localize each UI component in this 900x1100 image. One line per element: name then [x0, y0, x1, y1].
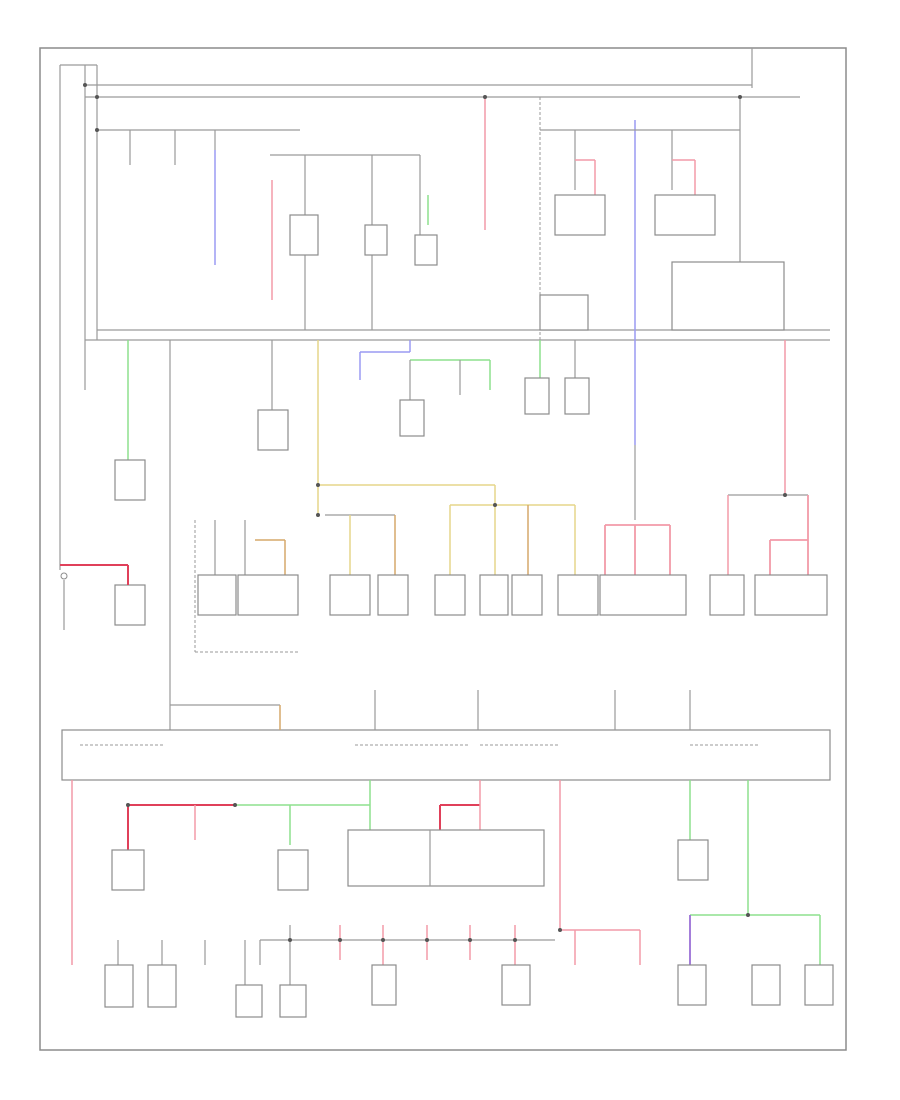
lower-branches [71, 780, 821, 985]
module-450 [434, 574, 466, 616]
module-528 [511, 574, 543, 616]
fuel-pump-relay [671, 261, 785, 331]
relay-box-e [654, 194, 716, 236]
diagram-frame [39, 47, 847, 1051]
srs-unit [599, 574, 687, 616]
module-760-bottom [751, 964, 781, 1006]
module-128-lower [111, 849, 145, 891]
pgm-fi-main-relay [237, 574, 299, 616]
component-570 [564, 377, 590, 415]
fuse-panel-outline [61, 729, 831, 781]
module-350 [329, 574, 371, 616]
lower-components [104, 829, 834, 1018]
junction-dots [83, 83, 787, 942]
component-272 [257, 409, 289, 451]
sub-fuse-box [539, 294, 589, 331]
module-290-bottom [279, 984, 307, 1018]
module-690-lower [677, 839, 709, 881]
upper-components [289, 194, 785, 331]
module-728 [709, 574, 745, 616]
upper-branches [129, 97, 741, 445]
module-395 [377, 574, 409, 616]
relay-box-c [414, 234, 438, 266]
relay-box-d [554, 194, 606, 236]
middle-branches [84, 340, 809, 740]
middle-components [114, 377, 828, 653]
component-525 [524, 377, 550, 415]
module-495 [479, 574, 509, 616]
battery-circuit [60, 564, 129, 630]
module-575 [557, 574, 599, 616]
under-dash-fuse-box [61, 690, 831, 781]
relay-box-a [289, 214, 319, 256]
module-205 [197, 574, 237, 616]
relay-box-b [364, 224, 388, 256]
battery-box [114, 584, 146, 626]
module-105-bottom [104, 964, 134, 1008]
module-383-bottom [371, 964, 397, 1006]
module-820-bottom [804, 964, 834, 1006]
module-515-bottom [501, 964, 531, 1006]
ecu-group [347, 829, 545, 887]
component-405 [399, 399, 425, 437]
module-290-lower [277, 849, 309, 891]
alternator-regulator [114, 459, 146, 501]
module-245-bottom [235, 984, 263, 1018]
module-780 [754, 574, 828, 616]
module-690-bottom [677, 964, 707, 1006]
module-150-bottom [147, 964, 177, 1008]
